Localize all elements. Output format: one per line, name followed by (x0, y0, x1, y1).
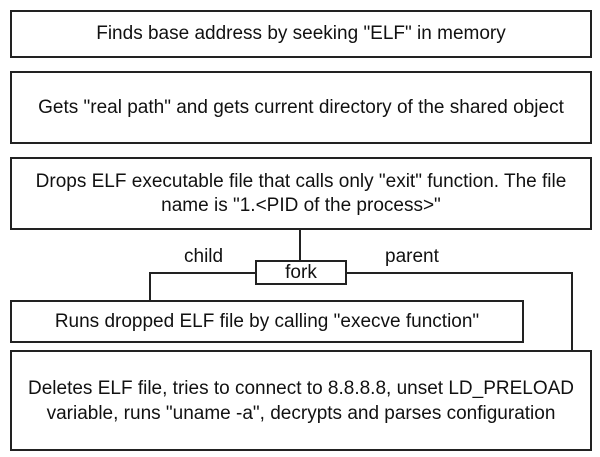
fork-label: fork (285, 261, 317, 283)
step-text: Finds base address by seeking "ELF" in m… (96, 23, 506, 44)
step-find-base-address: Finds base address by seeking "ELF" in m… (10, 10, 592, 58)
step-get-real-path: Gets "real path" and gets current direct… (10, 71, 592, 144)
step-text: Gets "real path" and gets current direct… (38, 96, 564, 118)
step-delete-elf-and-configure: Deletes ELF file, tries to connect to 8.… (10, 350, 592, 451)
fork-node: fork (255, 260, 347, 285)
parent-branch-label: parent (385, 246, 439, 267)
step-text: Runs dropped ELF file by calling "execve… (54, 310, 480, 332)
step-run-dropped-elf: Runs dropped ELF file by calling "execve… (10, 300, 524, 343)
child-branch-label: child (184, 246, 224, 267)
step-text: Drops ELF executable file that calls onl… (35, 170, 567, 216)
connector-child (149, 272, 255, 300)
connector-parent (347, 272, 573, 350)
step-text: Deletes ELF file, tries to connect to 8.… (28, 377, 574, 424)
step-drop-elf: Drops ELF executable file that calls onl… (10, 157, 592, 230)
